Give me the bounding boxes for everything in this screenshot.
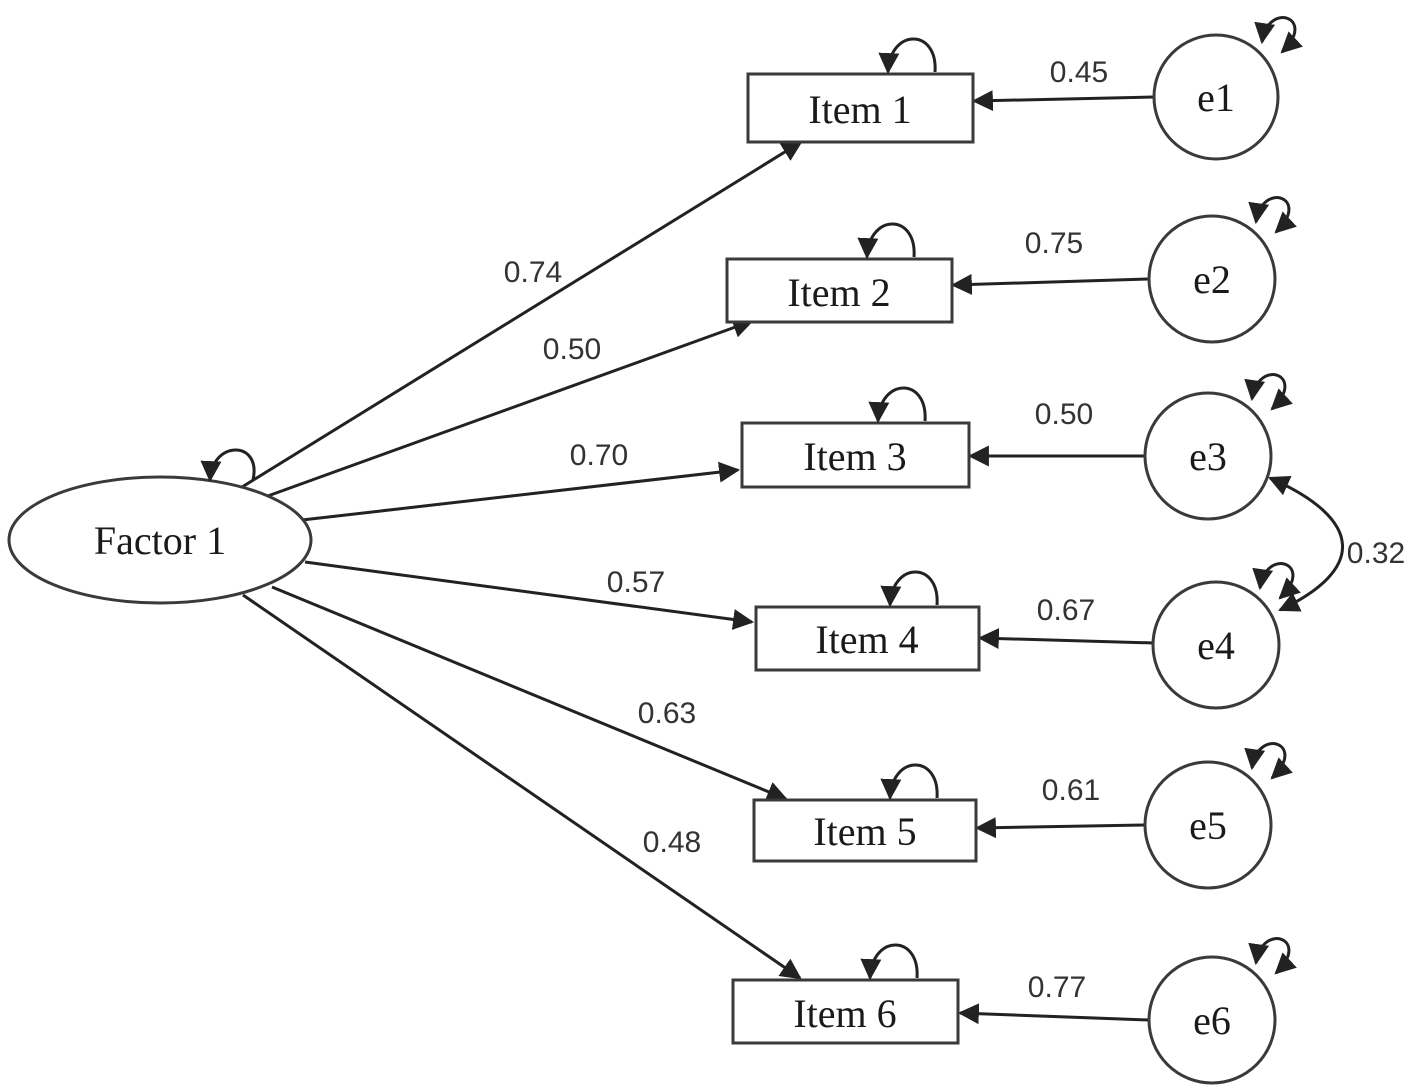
factor-ellipse	[7, 475, 313, 605]
covariance-edge-e3-e4	[1268, 476, 1344, 612]
error-edge-e5	[974, 817, 1146, 839]
error-edge-e4	[977, 628, 1155, 650]
error-circle-e4	[1151, 580, 1281, 710]
item-self-loop-2	[857, 222, 916, 260]
item-self-loop-3	[868, 386, 927, 424]
item-box-6	[731, 978, 960, 1045]
error-label-e2: e2	[1193, 257, 1231, 302]
error-node-e3: e3	[1143, 373, 1293, 521]
item-node-4: Item 4	[754, 570, 981, 672]
loading-label-item-6: 0.48	[643, 826, 701, 859]
error-label-e4: e4	[1197, 623, 1235, 668]
item-label-2: Item 2	[787, 270, 890, 315]
item-node-3: Item 3	[740, 386, 971, 489]
error-self-loop-e2	[1248, 196, 1297, 234]
error-circle-e1	[1152, 33, 1280, 161]
error-path-label-e5: 0.61	[1042, 774, 1100, 807]
loading-label-item-3: 0.70	[570, 439, 628, 472]
error-label-e1: e1	[1197, 75, 1235, 120]
item-box-5	[752, 798, 978, 863]
loading-edges	[241, 140, 803, 980]
error-circle-e2	[1147, 214, 1277, 344]
item-node-1: Item 1	[746, 37, 975, 144]
item-label-4: Item 4	[815, 617, 918, 662]
error-path-label-e1: 0.45	[1050, 56, 1108, 89]
error-node-e1: e1	[1152, 16, 1303, 161]
loading-label-item-1: 0.74	[504, 256, 562, 289]
loading-edge-item-2	[264, 317, 754, 499]
loading-edge-item-6	[242, 593, 802, 980]
loading-edge-item-3	[301, 461, 741, 522]
item-self-loop-6	[860, 943, 919, 981]
item-self-loop-1	[878, 37, 937, 75]
item-node-5: Item 5	[752, 763, 978, 863]
error-self-loop-e6	[1248, 937, 1297, 975]
item-self-loop-5	[880, 763, 939, 801]
item-box-3	[740, 421, 971, 489]
loading-label-item-2: 0.50	[543, 333, 601, 366]
error-edge-e6	[957, 1003, 1150, 1025]
loading-edge-item-5	[271, 585, 788, 802]
error-edges	[950, 90, 1155, 1025]
factor-node: Factor 1	[7, 448, 313, 605]
error-circle-e3	[1143, 391, 1273, 521]
loading-edge-item-1	[241, 140, 803, 489]
item-label-6: Item 6	[793, 991, 896, 1036]
error-path-label-e3: 0.50	[1035, 398, 1093, 431]
item-label-1: Item 1	[808, 87, 911, 132]
error-self-loop-e1	[1254, 16, 1303, 54]
factor-label: Factor 1	[94, 518, 226, 563]
item-box-1	[746, 72, 975, 144]
error-edge-e2	[950, 273, 1150, 295]
error-edge-e1	[971, 90, 1155, 112]
error-node-e6: e6	[1147, 937, 1297, 1085]
error-node-e4: e4	[1151, 562, 1301, 710]
error-path-label-e6: 0.77	[1028, 971, 1086, 1004]
loading-label-item-4: 0.57	[607, 566, 665, 599]
covariance-label-e3-e4: 0.32	[1347, 537, 1405, 570]
item-label-3: Item 3	[803, 434, 906, 479]
loading-label-item-5: 0.63	[638, 697, 696, 730]
error-circle-e6	[1147, 955, 1277, 1085]
error-node-e5: e5	[1143, 742, 1293, 890]
loading-edge-item-4	[304, 560, 755, 630]
error-label-e5: e5	[1189, 803, 1227, 848]
error-path-label-e4: 0.67	[1037, 594, 1095, 627]
item-box-2	[725, 257, 954, 324]
error-circle-e5	[1143, 760, 1273, 890]
factor-self-loop	[200, 448, 256, 483]
error-label-e3: e3	[1189, 434, 1227, 479]
error-self-loop-e4	[1252, 562, 1301, 600]
item-self-loop-4	[880, 570, 939, 608]
error-path-label-e2: 0.75	[1025, 227, 1083, 260]
error-self-loop-e5	[1244, 742, 1293, 780]
item-box-4	[754, 605, 981, 672]
error-label-e6: e6	[1193, 998, 1231, 1043]
item-node-2: Item 2	[725, 222, 954, 324]
item-label-5: Item 5	[813, 809, 916, 854]
item-node-6: Item 6	[731, 943, 960, 1045]
error-self-loop-e3	[1244, 373, 1293, 411]
error-node-e2: e2	[1147, 196, 1297, 344]
